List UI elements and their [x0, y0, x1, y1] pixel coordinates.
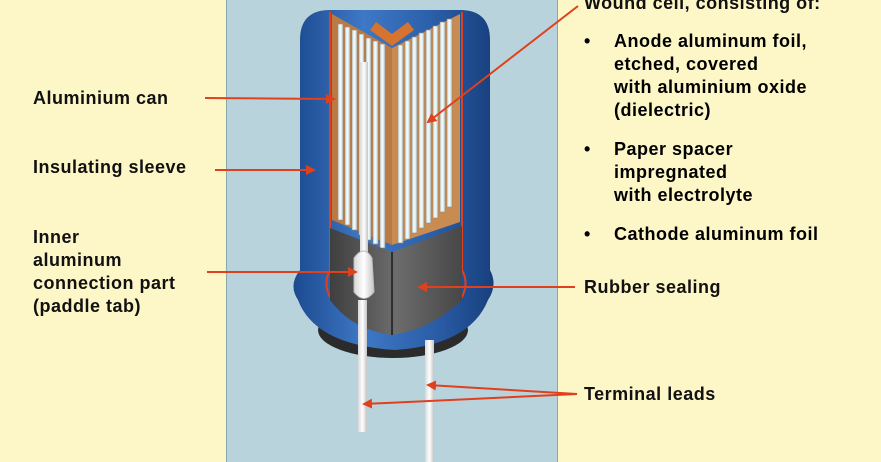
inner-connection-line-4: (paddle tab): [33, 296, 141, 316]
paddle-tab: [353, 250, 375, 299]
aluminium-can-label: Aluminium can: [33, 87, 169, 110]
paper-line-2: impregnated: [614, 162, 728, 182]
inner-connection-line-1: Inner: [33, 227, 80, 247]
terminal-leads-text: Terminal leads: [584, 384, 716, 404]
inner-connection-line-3: connection part: [33, 273, 176, 293]
rubber-sealing-text: Rubber sealing: [584, 277, 722, 297]
anode-line-2: etched, covered: [614, 54, 759, 74]
inner-connection-line-2: aluminum: [33, 250, 123, 270]
paper-line-1: Paper spacer: [614, 139, 734, 159]
insulating-sleeve-label: Insulating sleeve: [33, 156, 187, 179]
arrow-wound-cell: [426, 5, 579, 124]
anode-line-4: (dielectric): [614, 100, 712, 120]
anode-line-1: Anode aluminum foil,: [614, 31, 807, 51]
arrow-terminal-lead-left: [362, 393, 578, 409]
paddle-tab-rod: [360, 62, 368, 262]
terminal-leads-label: Terminal leads: [584, 383, 716, 406]
rubber-sealing-label: Rubber sealing: [584, 276, 721, 299]
anode-line-3: with aluminium oxide: [614, 77, 808, 97]
arrow-terminal-lead-right: [426, 380, 578, 395]
wound-cell-item-paper: Paper spacer impregnated with electrolyt…: [584, 138, 874, 207]
inner-connection-label: Inner aluminum connection part (paddle t…: [33, 226, 176, 318]
paper-line-3: with electrolyte: [614, 185, 754, 205]
wound-cell-title-text: Wound cell, consisting of:: [584, 0, 821, 13]
aluminium-can-text: Aluminium can: [33, 88, 169, 108]
wound-cell-item-cathode: Cathode aluminum foil: [584, 223, 874, 246]
foil-layers-right: [397, 18, 453, 244]
terminal-lead-left: [358, 300, 367, 432]
insulating-sleeve-text: Insulating sleeve: [33, 157, 187, 177]
arrow-aluminium-can: [204, 93, 336, 104]
wound-cell-title: Wound cell, consisting of:: [584, 0, 821, 15]
wound-cell-item-anode: Anode aluminum foil, etched, covered wit…: [584, 30, 874, 122]
cathode-line-1: Cathode aluminum foil: [614, 224, 819, 244]
wound-cell-list: Anode aluminum foil, etched, covered wit…: [584, 30, 874, 262]
